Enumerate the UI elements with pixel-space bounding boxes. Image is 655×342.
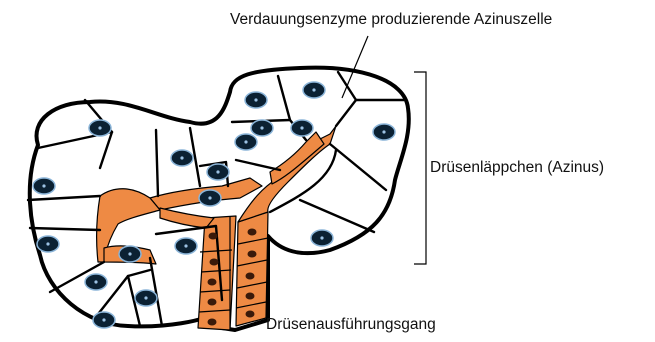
- nucleolus: [216, 170, 219, 173]
- lobule-label: Drüsenläppchen (Azinus): [430, 159, 604, 176]
- nucleolus: [320, 236, 323, 239]
- nucleolus: [144, 296, 147, 299]
- duct-cell-nucleus: [248, 229, 257, 236]
- duct-cell-nucleus: [209, 233, 218, 240]
- duct-cell-nucleus: [248, 251, 257, 258]
- nucleolus: [46, 242, 49, 245]
- nucleolus: [244, 140, 247, 143]
- duct-cell-nucleus: [208, 299, 217, 306]
- duct-cell-nucleus: [208, 279, 217, 286]
- nucleolus: [98, 126, 101, 129]
- duct-cell-nucleus: [246, 293, 255, 300]
- acinar-cell-label: Verdauungsenzyme produzierende Azinuszel…: [230, 11, 552, 28]
- duct-cell-nucleus: [208, 319, 217, 326]
- nucleolus: [42, 184, 45, 187]
- lobule-bracket: [414, 72, 426, 264]
- nucleolus: [300, 126, 303, 129]
- nucleolus: [94, 280, 97, 283]
- duct-cell-nucleus: [246, 311, 255, 318]
- nucleolus: [180, 156, 183, 159]
- nucleolus: [260, 126, 263, 129]
- nucleolus: [128, 252, 131, 255]
- duct-label: Drüsenausführungsgang: [266, 316, 436, 333]
- duct-cell-nucleus: [210, 259, 219, 266]
- nucleolus: [254, 98, 257, 101]
- duct-cell-nucleus: [246, 273, 255, 280]
- nucleolus: [382, 130, 385, 133]
- nucleolus: [102, 318, 105, 321]
- nucleolus: [184, 244, 187, 247]
- nucleolus: [312, 88, 315, 91]
- nucleolus: [208, 196, 211, 199]
